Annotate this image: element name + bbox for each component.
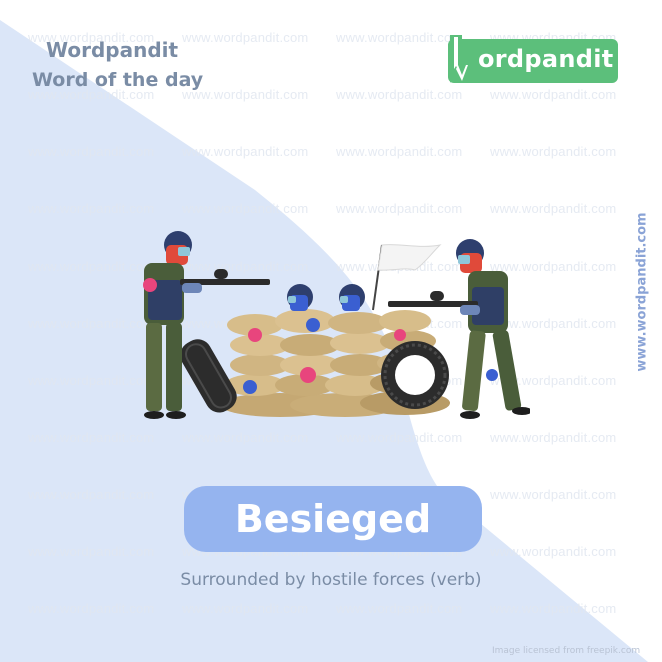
paint-splat-icon — [243, 380, 257, 394]
bookmark-w-icon — [450, 35, 468, 83]
tire-icon — [180, 339, 237, 413]
white-flag-icon — [372, 244, 442, 311]
word-definition: Surrounded by hostile forces (verb) — [180, 570, 482, 590]
paintball-siege-illustration — [143, 231, 530, 419]
word-of-the-day-label: Word of the day — [32, 69, 204, 91]
side-url-watermark: www.wordpandit.com — [634, 212, 650, 372]
hiding-player-icon — [287, 284, 313, 311]
image-credit: Image licensed from freepik.com — [492, 646, 641, 656]
logo-text: ordpandit — [478, 45, 614, 73]
word-of-the-day: Besieged — [234, 497, 432, 541]
hiding-player-icon — [339, 284, 365, 311]
tire-icon — [381, 341, 449, 409]
wordpandit-logo: ordpandit — [448, 35, 618, 83]
paint-splat-icon — [300, 367, 316, 383]
paint-splat-icon — [306, 318, 320, 332]
left-paintball-player-icon — [143, 231, 270, 419]
right-paintball-player-icon — [388, 239, 530, 419]
brand-title: Wordpandit — [46, 38, 179, 62]
paint-splat-icon — [394, 329, 406, 341]
logo-background — [448, 39, 618, 83]
paint-splat-icon — [248, 328, 262, 342]
word-pill: Besieged — [184, 486, 482, 552]
